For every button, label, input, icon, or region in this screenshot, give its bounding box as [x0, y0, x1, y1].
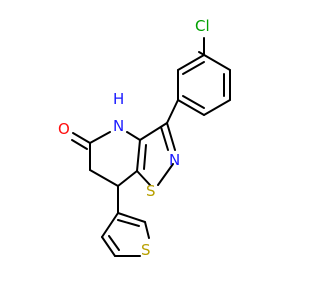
bond	[71, 139, 88, 150]
bond	[117, 170, 138, 187]
bond	[101, 236, 116, 257]
atom-oxygen: O	[58, 120, 70, 138]
bond	[177, 54, 205, 71]
molecule-diagram: Cl N H O N S S	[58, 17, 231, 259]
bond	[89, 169, 119, 187]
bond	[117, 219, 140, 227]
bond	[136, 139, 141, 172]
bond	[117, 212, 146, 223]
bond	[177, 99, 205, 116]
bond	[166, 99, 179, 124]
bond	[136, 170, 151, 186]
atom-sulfur-thiophene: S	[141, 241, 151, 259]
bond	[101, 212, 119, 238]
atom-nitrogen-ring: N	[169, 151, 180, 169]
atom-nitrogen-nh: N	[113, 117, 124, 135]
bond	[72, 132, 91, 144]
bond	[89, 131, 111, 144]
bond	[144, 221, 150, 239]
bond	[126, 131, 141, 141]
bond	[157, 163, 174, 186]
bond	[139, 122, 168, 141]
bond	[160, 126, 169, 151]
bond	[143, 144, 147, 170]
bond	[166, 122, 176, 151]
atom-labels: Cl N H O N S S	[58, 17, 210, 259]
atom-hydrogen: H	[113, 90, 124, 108]
atom-sulfur-isothiazole: S	[146, 182, 156, 200]
bond	[108, 235, 120, 251]
bond	[182, 95, 205, 109]
bonds	[71, 37, 231, 257]
bond	[182, 61, 205, 75]
bond	[203, 99, 231, 116]
atom-chlorine: Cl	[195, 17, 210, 35]
